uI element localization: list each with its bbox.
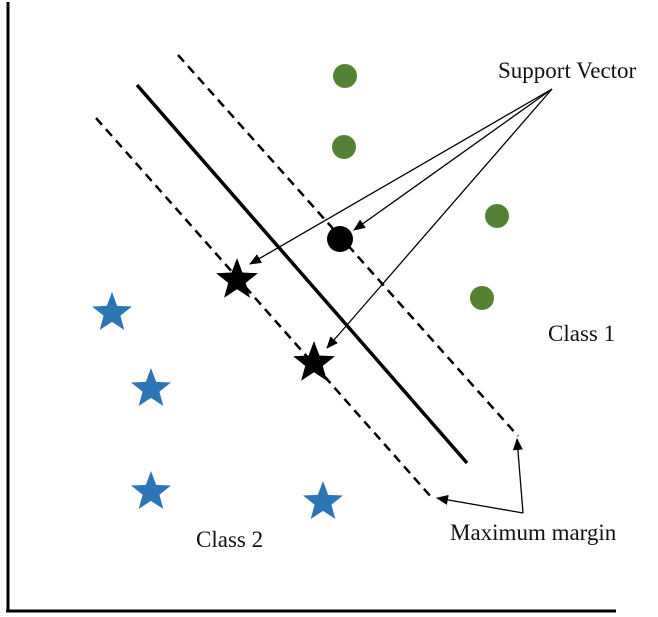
support-vector-arrow [326,88,553,349]
support-vector-arrow [353,88,553,231]
class2-point [303,481,343,519]
class1-point [333,64,357,88]
support-vector-arrow [249,88,553,265]
support-vector-circle [327,226,353,252]
class2-label: Class 2 [196,527,263,552]
class1-point [485,204,509,228]
class2-point [131,471,171,509]
class2-point [92,292,132,330]
support-vector-label: Support Vector [498,58,637,83]
class1-label: Class 1 [548,321,615,346]
support-vector-star [293,341,335,381]
lower-margin-line [95,117,433,499]
maximum-margin-arrow [512,438,524,514]
maximum-margin-label: Maximum margin [450,520,617,545]
class1-point [332,135,356,159]
class1-point [470,286,494,310]
decision-boundary [135,83,469,465]
class2-point [131,368,171,406]
maximum-margin-arrow [436,494,524,514]
support-vector-star [216,258,258,298]
